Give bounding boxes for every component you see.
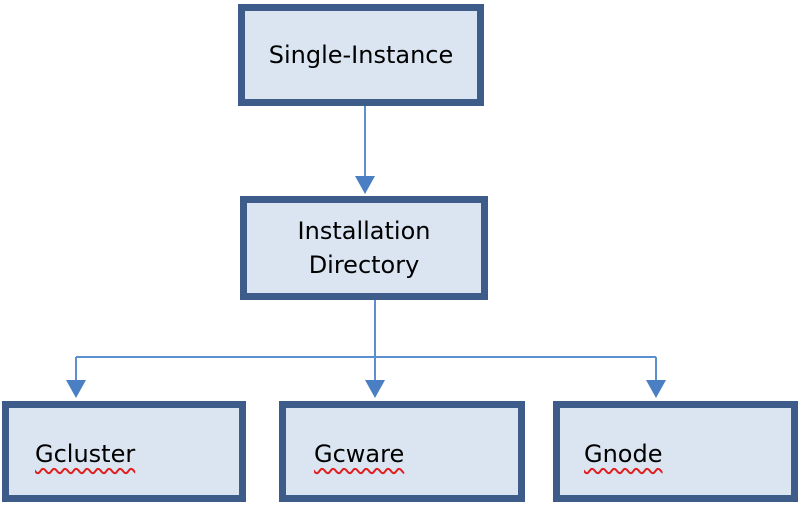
node-gnode-label: Gnode — [584, 439, 663, 468]
node-single-instance-label: Single-Instance — [268, 41, 454, 69]
node-single-instance: Single-Instance — [238, 4, 484, 106]
node-gnode: Gnode — [553, 401, 798, 502]
node-installation-label-line1: Installation — [297, 217, 431, 245]
node-gcluster-label: Gcluster — [35, 439, 136, 468]
node-gcluster: Gcluster — [2, 401, 246, 502]
arrowhead-to-install — [355, 176, 375, 194]
arrowhead-to-gnode — [646, 380, 666, 398]
arrowhead-to-gcluster — [66, 380, 86, 398]
node-gcware-label: Gcware — [314, 439, 405, 468]
node-installation-label-line2: Directory — [308, 251, 420, 279]
node-gcware: Gcware — [279, 401, 525, 502]
arrowhead-to-gcware — [365, 380, 385, 398]
node-installation-directory: Installation Directory — [240, 196, 488, 300]
